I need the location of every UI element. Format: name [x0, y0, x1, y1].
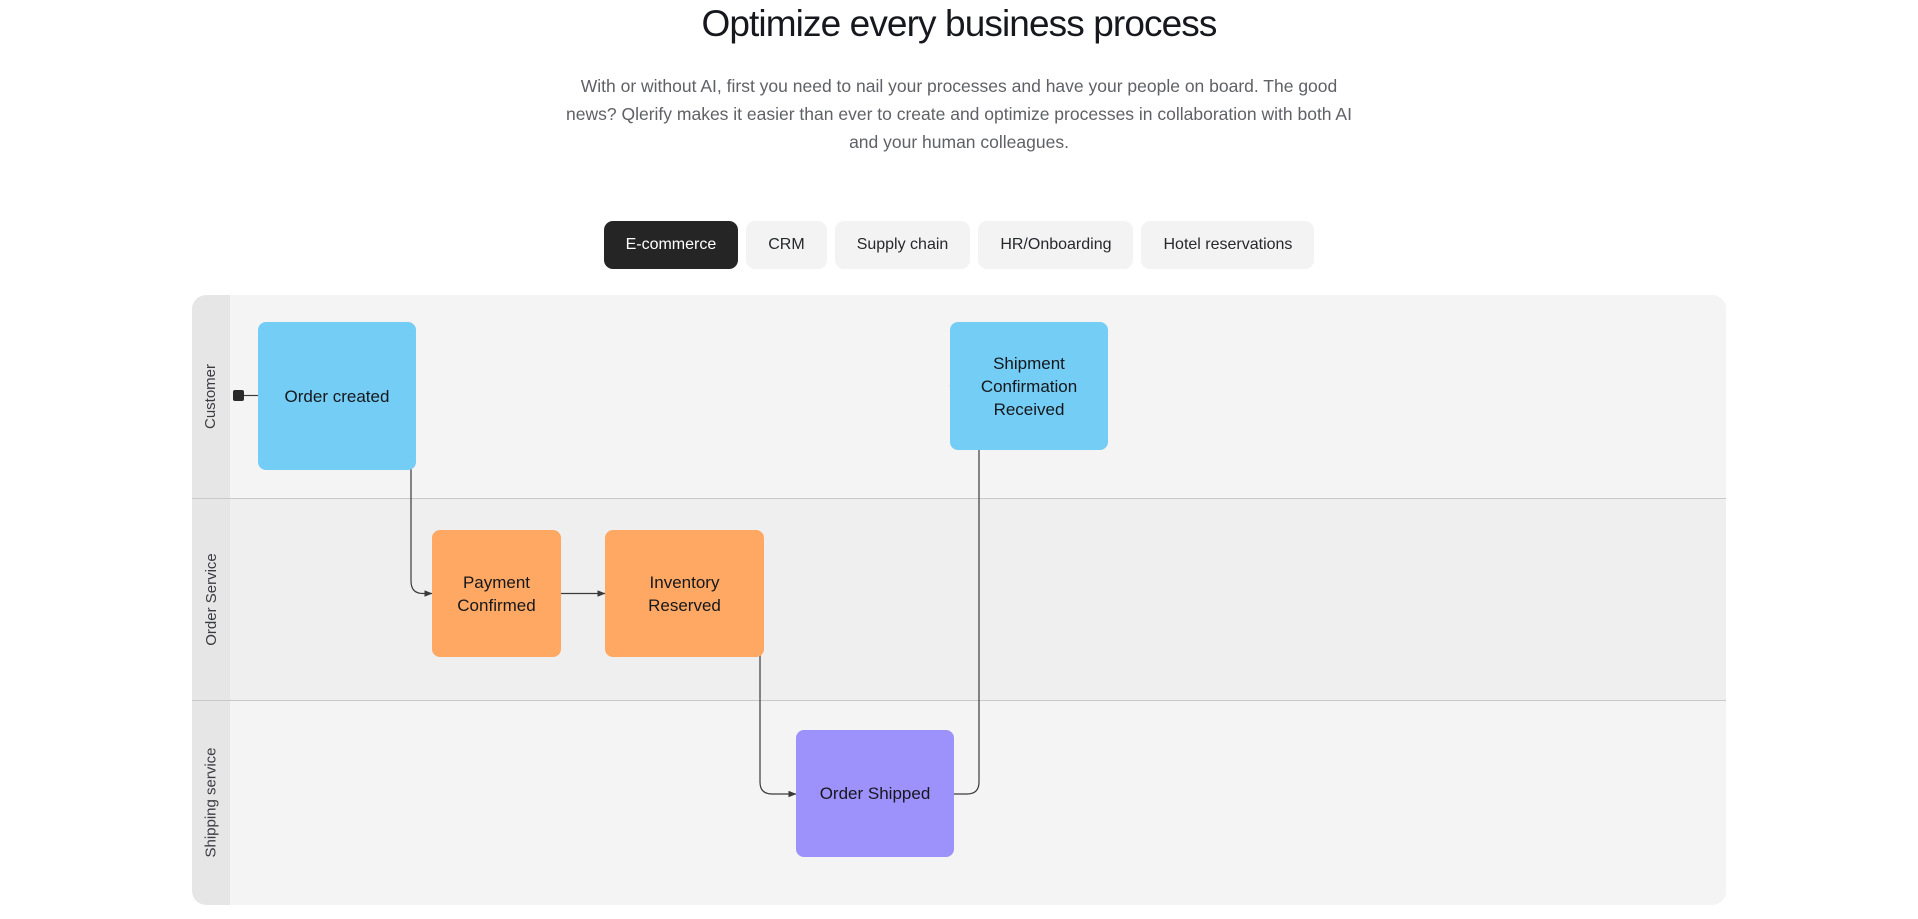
tab-hotel-reservations[interactable]: Hotel reservations [1141, 221, 1315, 269]
node-shipment-confirmation[interactable]: Shipment Confirmation Received [950, 322, 1108, 450]
tab-hr-onboarding[interactable]: HR/Onboarding [978, 221, 1134, 269]
lane-band-shipping-service [230, 700, 1726, 905]
lane-label-shipping-service: Shipping service [192, 700, 230, 905]
lane-divider [192, 700, 1726, 701]
node-payment-confirmed[interactable]: Payment Confirmed [432, 530, 561, 657]
lane-label-text: Customer [202, 363, 220, 430]
tab-crm[interactable]: CRM [746, 221, 827, 269]
lane-label-order-service: Order Service [192, 498, 230, 700]
lane-label-customer: Customer [192, 295, 230, 498]
lane-header-strip [192, 295, 230, 905]
node-inventory-reserved[interactable]: Inventory Reserved [605, 530, 764, 657]
lane-divider [192, 498, 1726, 499]
page-title: Optimize every business process [701, 3, 1218, 44]
tab-e-commerce[interactable]: E-commerce [603, 221, 739, 269]
start-event-marker[interactable] [233, 390, 244, 401]
tab-supply-chain[interactable]: Supply chain [834, 221, 971, 269]
node-order-shipped[interactable]: Order Shipped [796, 730, 954, 857]
page-subtitle: With or without AI, first you need to na… [566, 76, 1352, 152]
swimlane-diagram-canvas[interactable]: Customer Order Service Shipping service [192, 295, 1726, 905]
category-tabbar: E-commerce CRM Supply chain HR/Onboardin… [0, 221, 1918, 269]
lane-label-text: Shipping service [202, 747, 220, 858]
node-order-created[interactable]: Order created [258, 322, 416, 470]
lane-label-text: Order Service [202, 552, 220, 646]
